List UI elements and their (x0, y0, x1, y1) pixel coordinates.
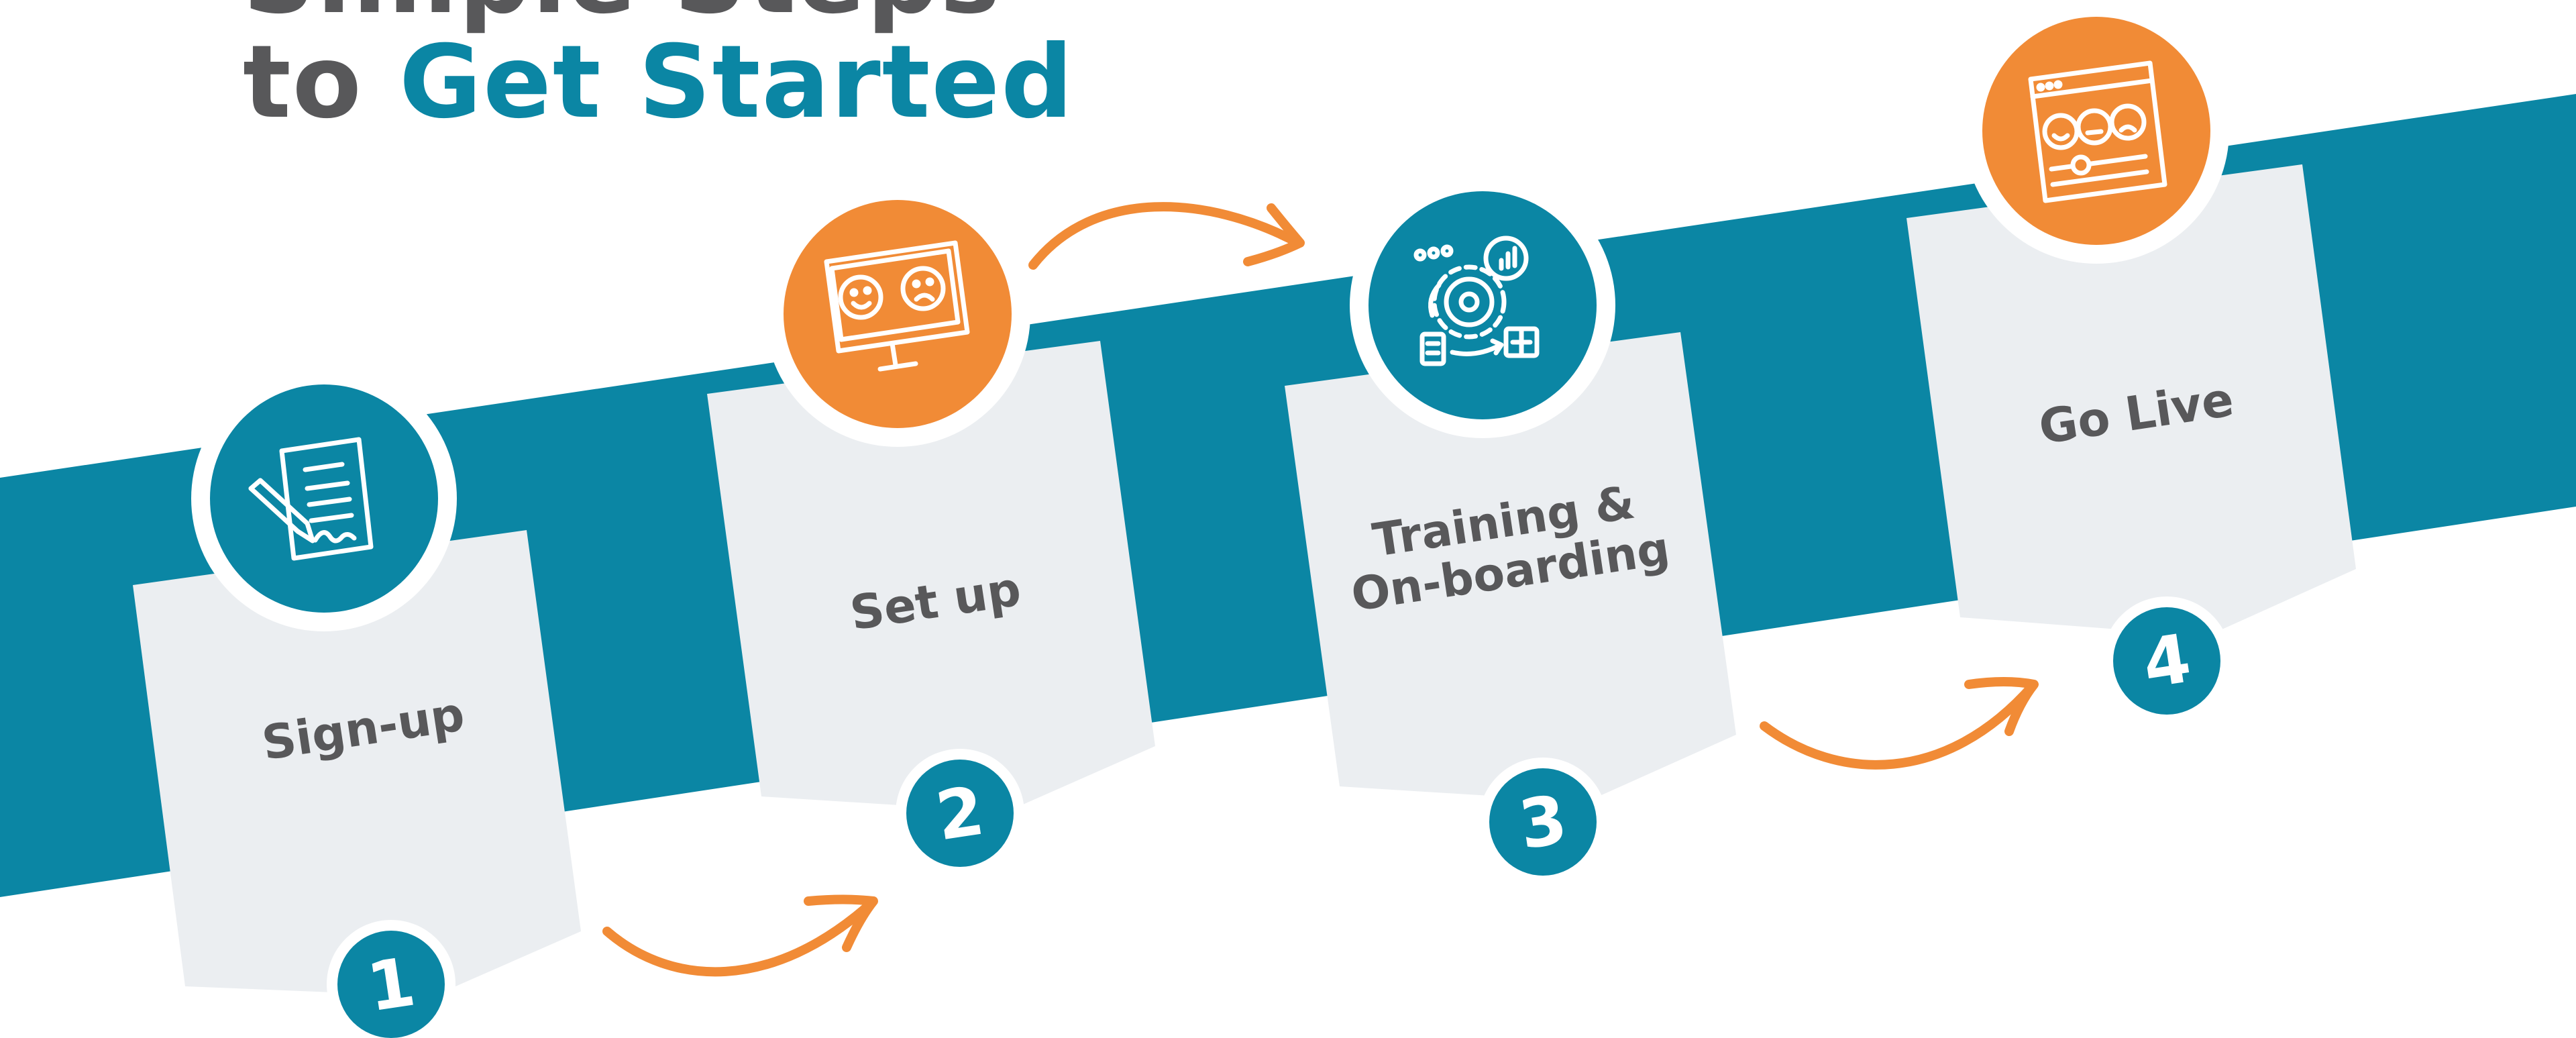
step-4-number-badge (2113, 607, 2220, 715)
arrow-step3-to-step4 (1760, 677, 2039, 770)
feedback-monitor-icon (824, 240, 970, 372)
step-1: Sign-up 1 (133, 366, 581, 1038)
arrow-step2-to-step3 (1028, 202, 1305, 270)
heading-line-2: to Get Started (243, 32, 1075, 133)
heading-highlight: Get Started (398, 24, 1075, 141)
step-1-icon-circle (210, 384, 438, 613)
step-2-card (707, 341, 1155, 812)
step-2-number: 2 (931, 771, 989, 855)
rating-window-icon (2028, 60, 2167, 203)
step-1-number: 1 (362, 942, 420, 1027)
step-2-icon-circle (784, 200, 1012, 428)
step-2-number-badge (906, 760, 1014, 867)
step-1-number-badge (337, 931, 445, 1038)
step-3-icon-circle (1368, 191, 1597, 419)
step-1-card (133, 530, 581, 996)
step-4-card (1907, 164, 2356, 636)
contract-signing-icon (248, 437, 374, 561)
step-3-card (1285, 332, 1736, 802)
process-gear-icon (1413, 236, 1540, 366)
step-2: Set up 2 (707, 181, 1155, 878)
heading-prefix: to (243, 24, 399, 141)
step-3: Training & On-boarding 3 (1285, 172, 1736, 886)
step-3-number: 3 (1514, 780, 1572, 864)
heading-line-1: Simple Steps (243, 0, 1002, 28)
step-4-number: 4 (2138, 619, 2196, 703)
arrow-step1-to-step2 (602, 894, 878, 977)
step-3-number-badge (1489, 768, 1597, 876)
heading-line-1-text: Simple Steps (243, 0, 1002, 36)
step-4: Go Live 4 (1907, 0, 2356, 725)
